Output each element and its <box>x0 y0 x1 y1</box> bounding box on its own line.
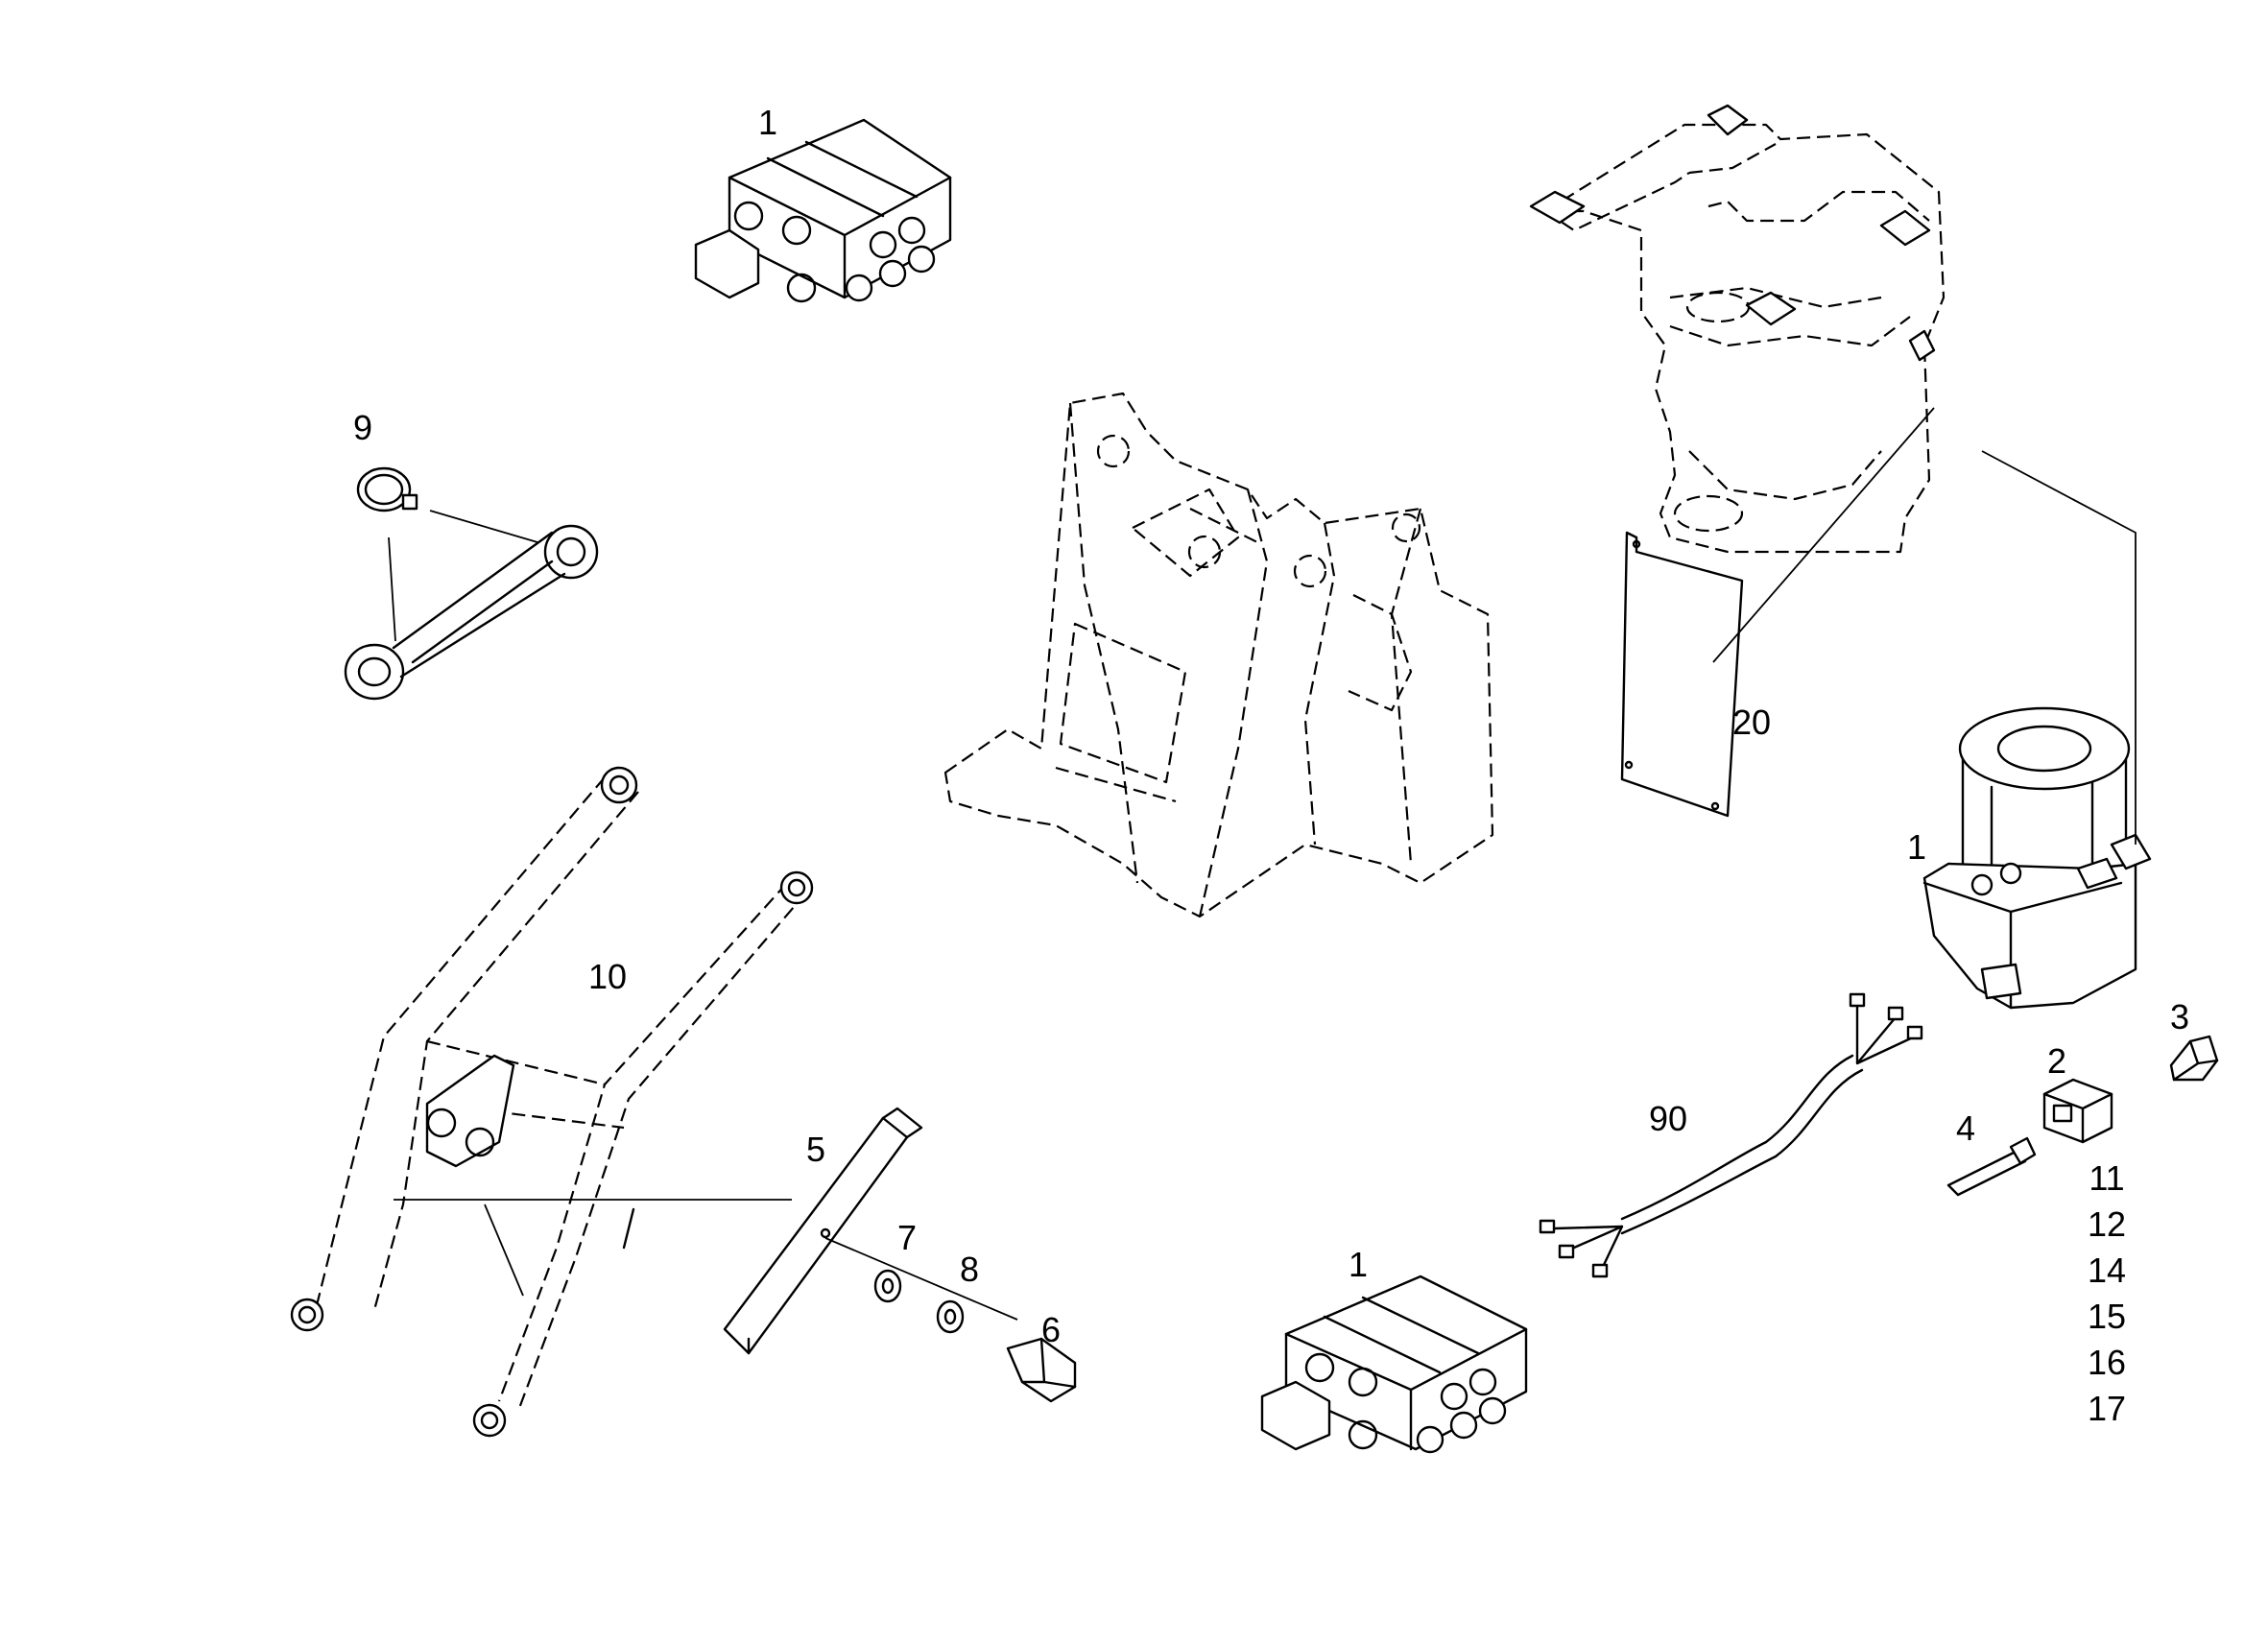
hose-clamp-and-link[interactable] <box>344 466 599 701</box>
pin[interactable] <box>1946 1136 2037 1197</box>
connector[interactable] <box>2042 1078 2113 1144</box>
leader-plate <box>1712 407 1935 663</box>
bracket[interactable] <box>723 1107 923 1355</box>
callout-12: 12 <box>2088 1204 2126 1244</box>
lube-pump[interactable] <box>1922 706 2152 1010</box>
callout-washer-8: 8 <box>960 1250 979 1289</box>
callout-valve-block-bottom: 1 <box>1349 1245 1368 1284</box>
valve-block-top[interactable] <box>694 118 952 303</box>
callout-16: 16 <box>2088 1343 2126 1382</box>
part-number-list: 11 12 14 15 16 17 <box>2088 1158 2126 1428</box>
callout-connector: 2 <box>2047 1041 2066 1081</box>
cap[interactable] <box>2169 1035 2219 1082</box>
callout-plate: 20 <box>1732 703 1771 742</box>
wiring-harness[interactable] <box>1539 992 1923 1278</box>
leader-loader-arms <box>394 1199 792 1297</box>
washer-7[interactable] <box>873 1269 902 1303</box>
bolt[interactable] <box>1006 1337 1077 1403</box>
callout-bolt: 6 <box>1041 1310 1061 1349</box>
callout-lube-pump: 1 <box>1907 827 1926 867</box>
leader-pump <box>1981 450 2137 845</box>
callout-wiring-harness: 90 <box>1649 1099 1687 1138</box>
callout-washer-7: 7 <box>897 1218 917 1257</box>
callout-pin: 4 <box>1956 1108 1975 1148</box>
washer-8[interactable] <box>936 1299 965 1334</box>
leader-fasteners <box>824 1237 1018 1321</box>
loader-arms[interactable] <box>290 766 814 1438</box>
center-frame-outline <box>943 392 1494 918</box>
callout-15: 15 <box>2088 1297 2126 1336</box>
rear-frame-outline <box>1529 104 1946 554</box>
callout-11: 11 <box>2089 1158 2124 1198</box>
callout-loader-arms: 10 <box>588 957 627 996</box>
plate[interactable] <box>1620 531 1744 818</box>
callout-hose-clamp: 9 <box>353 408 372 447</box>
valve-block-bottom[interactable] <box>1260 1275 1528 1454</box>
callout-14: 14 <box>2088 1251 2126 1290</box>
callout-valve-block-top: 1 <box>758 103 777 142</box>
callout-bracket: 5 <box>806 1130 825 1169</box>
callout-cap: 3 <box>2170 997 2189 1036</box>
callout-17: 17 <box>2088 1389 2126 1428</box>
